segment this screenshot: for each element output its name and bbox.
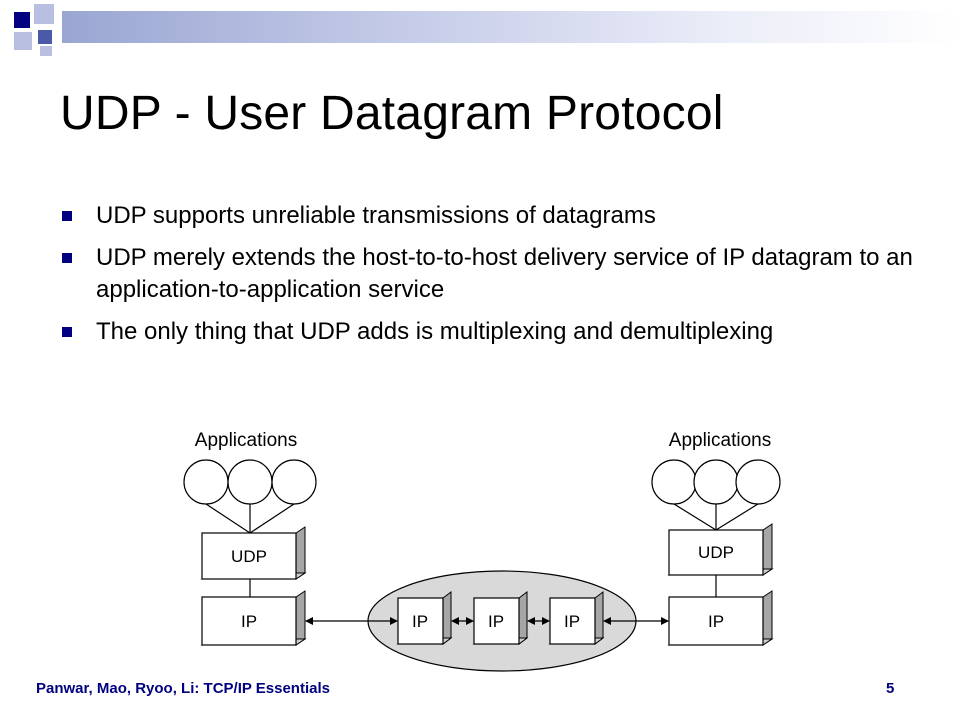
bullet-item: UDP merely extends the host-to-to-host d… (60, 242, 920, 306)
slide-title: UDP - User Datagram Protocol (60, 87, 724, 140)
ip-label: IP (708, 612, 724, 631)
bullet-item: UDP supports unreliable transmissions of… (60, 200, 920, 232)
connector-lines (673, 503, 759, 531)
router-label: IP (488, 612, 504, 631)
udp-box: UDP (667, 523, 774, 576)
udp-label: UDP (698, 543, 734, 562)
page-number: 5 (886, 680, 895, 697)
application-process (651, 459, 697, 505)
bullet-item: The only thing that UDP adds is multiple… (60, 316, 920, 348)
header-square (38, 30, 52, 44)
router-ip-box: IP (548, 591, 605, 645)
ip-box: IP (667, 590, 774, 646)
router-label: IP (564, 612, 580, 631)
header-square (14, 12, 30, 28)
router-ip-box: IP (396, 591, 453, 645)
application-process (735, 459, 781, 505)
application-process (271, 459, 317, 505)
application-process (227, 459, 273, 505)
ip-label: IP (241, 612, 257, 631)
application-process (693, 459, 739, 505)
router-label: IP (412, 612, 428, 631)
header-square (40, 46, 52, 56)
udp-box: UDP (200, 526, 307, 580)
header-square (14, 32, 32, 50)
ip-box: IP (200, 590, 307, 646)
applications-label: Applications (195, 430, 297, 451)
bullet-list: UDP supports unreliable transmissions of… (60, 200, 920, 358)
header-square (34, 4, 54, 24)
application-process (183, 459, 229, 505)
applications-label: Applications (669, 430, 771, 451)
connector-lines (205, 503, 295, 534)
router-ip-box: IP (472, 591, 529, 645)
udp-label: UDP (231, 547, 267, 566)
header-gradient-bar (62, 11, 960, 43)
footer-authors: Panwar, Mao, Ryoo, Li: TCP/IP Essentials (36, 680, 330, 697)
